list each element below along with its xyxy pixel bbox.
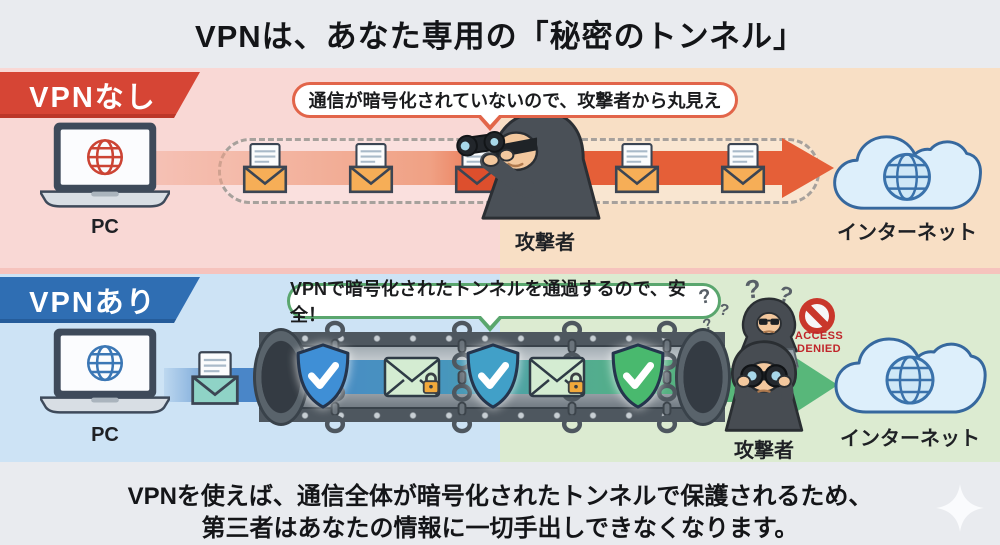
no-entry-icon <box>799 298 835 334</box>
sparkle-icon <box>934 482 986 539</box>
pc-label: PC <box>91 216 119 238</box>
page-title: VPNは、あなた専用の「秘密のトンネル」 <box>194 19 806 54</box>
chain-icon <box>450 320 474 434</box>
no-vpn-callout-text: 通信が暗号化されていないので、攻撃者から丸見え <box>308 91 722 111</box>
section-vpn-header: VPNあり <box>0 277 200 323</box>
padlock-icon <box>421 370 441 396</box>
mail-open-envelope-icon <box>188 350 239 405</box>
attacker-spy-binoculars-icon <box>448 106 628 224</box>
shield-check-icon <box>294 342 352 410</box>
access-denied-line1: ACCESS <box>794 330 844 342</box>
internet-label: インターネット <box>840 428 980 450</box>
section-no-vpn-header: VPNなし <box>0 72 200 118</box>
no-vpn-callout: 通信が暗号化されていないので、攻撃者から丸見え <box>292 82 738 118</box>
internet-label: インターネット <box>837 222 977 244</box>
attacker-label: 攻撃者 <box>734 440 794 462</box>
globe-icon <box>883 152 931 201</box>
pc-laptop-icon <box>37 122 173 210</box>
access-denied-text: ACCESS DENIED <box>783 330 855 356</box>
internet-cloud-icon <box>830 330 990 420</box>
question-mark: ? <box>743 273 763 305</box>
shield-check-icon <box>609 342 667 410</box>
mail-open-envelope-icon <box>346 142 396 196</box>
section-divider <box>0 268 1000 274</box>
globe-icon <box>86 345 124 382</box>
callout-pointer-inner <box>480 315 500 326</box>
pc-label: PC <box>91 424 119 446</box>
attacker-label: 攻撃者 <box>515 232 575 254</box>
mail-open-envelope-icon <box>718 142 768 196</box>
padlock-icon <box>566 370 586 396</box>
danger-arrow-head <box>782 138 834 198</box>
internet-cloud-icon <box>826 128 988 216</box>
section-no-vpn: VPNなし 通信が暗号化されていないので、攻撃者から丸見え P <box>0 68 1000 268</box>
vpn-callout-text: VPNで暗号化されたトンネルを通過するので、安全！ <box>290 279 686 325</box>
mail-open-envelope-icon <box>240 142 290 196</box>
danger-arrow-body <box>75 151 785 185</box>
encrypted-tunnel <box>253 320 731 434</box>
vpn-callout: VPNで暗号化されたトンネルを通過するので、安全！ <box>287 279 721 325</box>
callout-pointer-inner <box>480 114 500 125</box>
footer-line2: 第三者はあなたの情報に一切手出しできなくなります。 <box>201 515 799 542</box>
mail-open-envelope-icon <box>612 142 662 196</box>
footer-line1: VPNを使えば、通信全体が暗号化されたトンネルで保護されるため、 <box>127 483 873 510</box>
access-denied-line2: DENIED <box>797 343 841 355</box>
section-vpn-header-label: VPNあり <box>29 287 157 319</box>
tunnel-opening-right <box>675 328 731 426</box>
globe-icon <box>86 139 124 176</box>
pc-laptop-icon <box>37 328 173 416</box>
attacker-spy-binoculars-icon <box>712 338 816 434</box>
shield-check-icon <box>464 342 522 410</box>
section-vpn: VPNあり VPNで暗号化されたトンネルを通過するので、安全！ PC <box>0 273 1000 462</box>
globe-icon <box>885 355 935 405</box>
section-no-vpn-header-label: VPNなし <box>29 82 157 114</box>
footer: VPNを使えば、通信全体が暗号化されたトンネルで保護されるため、 第三者はあなた… <box>0 462 1000 545</box>
